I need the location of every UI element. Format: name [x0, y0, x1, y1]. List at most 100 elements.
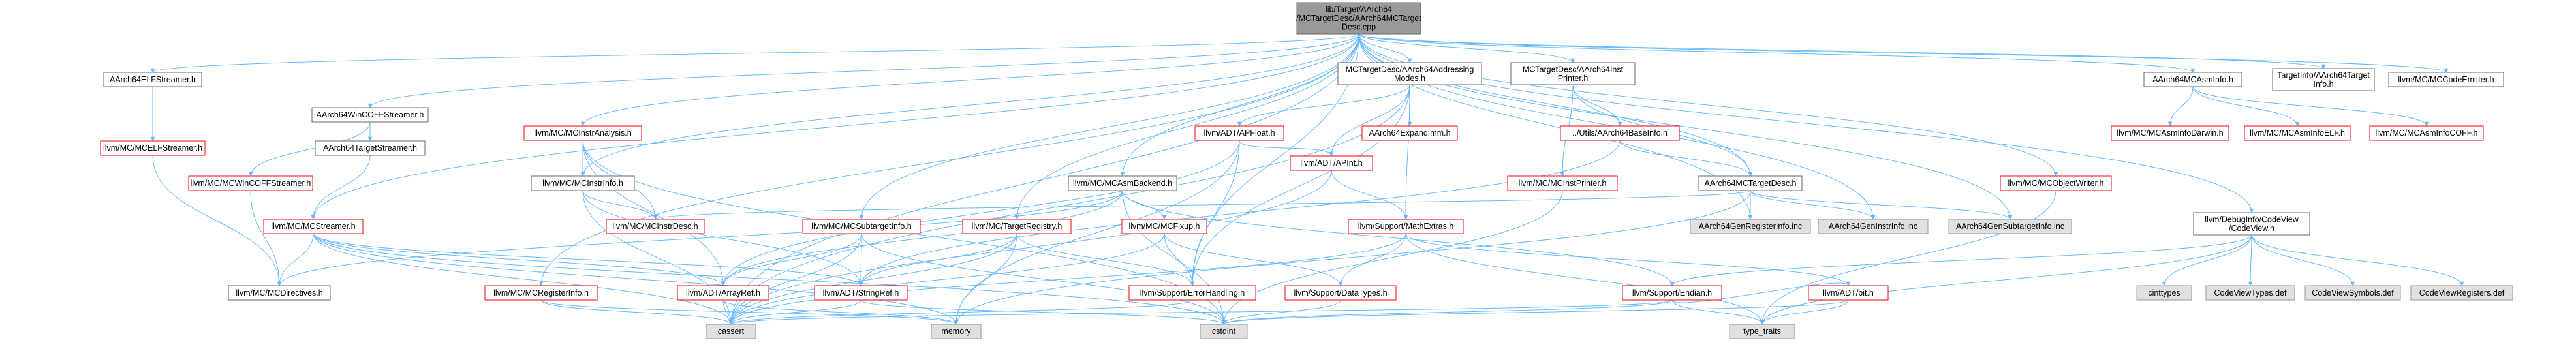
node-box	[2388, 72, 2504, 87]
node-cvsymbols: CodeViewSymbols.def	[2304, 285, 2401, 301]
node-label: llvm/ADT/APFloat.h	[1203, 129, 1275, 138]
node-mcsubtargetinfo[interactable]: llvm/MC/MCSubtargetInfo.h	[802, 219, 921, 234]
edge-mcwincoff-to-mcdirectives	[250, 190, 282, 286]
edge-addrmodes-to-errorhandling	[1190, 84, 1410, 286]
edge-mctargetdesc-to-geninstrinfo	[1750, 190, 1876, 220]
edge-root-to-mcinstrinfo	[580, 33, 1359, 177]
node-label: llvm/Support/Endian.h	[1632, 288, 1712, 298]
node-mcinstranalysis[interactable]: llvm/MC/MCInstrAnalysis.h	[523, 125, 642, 141]
node-label: AArch64GenInstrInfo.inc	[1829, 222, 1917, 231]
node-apint[interactable]: llvm/ADT/APInt.h	[1290, 155, 1373, 171]
node-cvtypes: CodeViewTypes.def	[2205, 285, 2295, 301]
node-wincoff[interactable]: AArch64WinCOFFStreamer.h	[311, 107, 429, 123]
node-box	[2272, 68, 2375, 91]
edge-endian-to-bitadt	[1671, 281, 1851, 303]
node-label: Printer.h	[1558, 74, 1589, 83]
node-expandimm[interactable]: AArch64ExpandImm.h	[1361, 125, 1458, 141]
node-asminfoelf[interactable]: llvm/MC/MCAsmInfoELF.h	[2244, 125, 2351, 141]
edge-mcstreamer-to-memory	[313, 233, 959, 325]
edge-mcelfstreamer-to-mcdirectives	[152, 155, 282, 286]
node-label: TargetInfo/AArch64Target	[2277, 70, 2370, 80]
node-baseinfo[interactable]: ../Utils/AArch64BaseInfo.h	[1560, 125, 1680, 141]
node-mcregisterinfo[interactable]: llvm/MC/MCRegisterInfo.h	[484, 285, 598, 301]
edge-mathextras-to-cassert	[728, 233, 1406, 325]
node-label: AArch64GenRegisterInfo.inc	[1699, 222, 1802, 231]
node-bitadt[interactable]: llvm/ADT/bit.h	[1808, 285, 1889, 301]
node-box	[2000, 176, 2112, 191]
node-label: AArch64TargetStreamer.h	[323, 144, 417, 153]
node-mcelfstreamer[interactable]: llvm/MC/MCELFStreamer.h	[100, 140, 206, 156]
edge-mcasmbackend-to-endian	[1122, 190, 1675, 286]
node-label: AArch64GenSubtargetInfo.inc	[1956, 222, 2064, 231]
node-mcinstprinter[interactable]: llvm/MC/MCInstPrinter.h	[1507, 176, 1618, 191]
node-box	[1128, 285, 1256, 301]
node-mcobjectwriter[interactable]: llvm/MC/MCObjectWriter.h	[2000, 176, 2112, 191]
node-mcwincoff[interactable]: llvm/MC/MCWinCOFFStreamer.h	[188, 176, 313, 191]
node-mctargetdesc[interactable]: AArch64MCTargetDesc.h	[1698, 176, 1803, 191]
node-mcinstrinfo[interactable]: llvm/MC/MCInstrInfo.h	[531, 176, 635, 191]
node-endian[interactable]: llvm/Support/Endian.h	[1622, 285, 1722, 301]
node-box	[706, 324, 756, 339]
edge-mcsubtargetinfo-to-cstdint	[861, 233, 1226, 325]
node-mcfixup[interactable]: llvm/MC/MCFixup.h	[1121, 219, 1207, 234]
node-mcinstdesc[interactable]: llvm/MC/MCInstrDesc.h	[606, 219, 705, 234]
edge-layer	[150, 33, 2464, 325]
node-label: llvm/ADT/bit.h	[1823, 288, 1874, 298]
node-targetregistry[interactable]: llvm/MC/TargetRegistry.h	[962, 219, 1072, 234]
node-mcdirectives[interactable]: llvm/MC/MCDirectives.h	[228, 285, 331, 301]
node-box	[1296, 2, 1421, 35]
node-codeview[interactable]: llvm/DebugInfo/CodeView/CodeView.h	[2193, 212, 2310, 236]
edge-stringref-to-cassert	[728, 299, 861, 325]
node-label: llvm/Support/MathExtras.h	[1358, 222, 1454, 231]
node-mcasmbackend[interactable]: llvm/MC/MCAsmBackend.h	[1068, 176, 1177, 191]
node-box	[1121, 219, 1207, 234]
node-label: AArch64MCAsmInfo.h	[2152, 75, 2233, 84]
node-elfstreamer[interactable]: AArch64ELFStreamer.h	[103, 72, 202, 87]
node-root[interactable]: lib/Target/AArch64/MCTargetDesc/AArch64M…	[1296, 2, 1421, 35]
node-box	[1698, 176, 1803, 191]
node-asminfodarwin[interactable]: llvm/MC/MCAsmInfoDarwin.h	[2111, 125, 2229, 141]
node-box	[1284, 285, 1397, 301]
node-mcstreamer[interactable]: llvm/MC/MCStreamer.h	[263, 219, 364, 234]
edge-mcasmbackend-to-mcdirectives	[277, 190, 1123, 286]
node-label: AArch64MCTargetDesc.h	[1704, 179, 1796, 188]
edge-mathextras-to-typetraits	[1405, 233, 1765, 325]
node-box	[1560, 125, 1680, 141]
node-box	[1361, 125, 1458, 141]
edge-mctargetdesc-to-gensubtarget	[1750, 190, 2013, 220]
edge-targetregistry-to-cassert	[728, 233, 1017, 325]
node-label: llvm/MC/MCAsmInfoDarwin.h	[2117, 129, 2223, 138]
node-mcasminfo[interactable]: AArch64MCAsmInfo.h	[2143, 72, 2242, 87]
node-apfloat[interactable]: llvm/ADT/APFloat.h	[1194, 125, 1284, 141]
edge-root-to-elfstreamer	[150, 33, 1359, 73]
node-label: llvm/Support/DataTypes.h	[1294, 288, 1387, 298]
node-errorhandling[interactable]: llvm/Support/ErrorHandling.h	[1128, 285, 1256, 301]
node-label: cassert	[718, 327, 745, 336]
edge-mcfixup-to-datatypes	[1164, 233, 1343, 286]
edge-root-to-mccodeemitter	[1358, 33, 2449, 73]
node-asminfocoff[interactable]: llvm/MC/MCAsmInfoCOFF.h	[2369, 125, 2484, 141]
node-datatypes[interactable]: llvm/Support/DataTypes.h	[1284, 285, 1397, 301]
edge-mcasminfo-to-asminfoelf	[2192, 86, 2300, 127]
node-box	[523, 125, 642, 141]
node-targetstreamer[interactable]: AArch64TargetStreamer.h	[315, 140, 426, 156]
node-box	[2193, 212, 2310, 236]
node-label: llvm/Support/ErrorHandling.h	[1140, 288, 1245, 298]
edge-apint-to-mathextras	[1331, 170, 1408, 220]
edge-mcinstprinter-to-cstdint	[1221, 190, 1563, 325]
node-stringref[interactable]: llvm/ADT/StringRef.h	[814, 285, 908, 301]
node-mathextras[interactable]: llvm/Support/MathExtras.h	[1348, 219, 1464, 234]
node-box	[2304, 285, 2401, 301]
edge-targetregistry-to-stringref	[858, 233, 1017, 286]
node-mccodeemitter[interactable]: llvm/MC/MCCodeEmitter.h	[2388, 72, 2504, 87]
edge-mcstreamer-to-mcdirectives	[277, 233, 314, 286]
edge-mcinstranalysis-to-arrayref	[582, 140, 726, 286]
node-box	[1729, 324, 1795, 339]
edge-root-to-mctargetdesc	[1358, 33, 1753, 177]
node-arrayref[interactable]: llvm/ADT/ArrayRef.h	[677, 285, 769, 301]
node-label: llvm/ADT/StringRef.h	[823, 288, 899, 298]
node-label: AArch64ELFStreamer.h	[110, 75, 196, 84]
